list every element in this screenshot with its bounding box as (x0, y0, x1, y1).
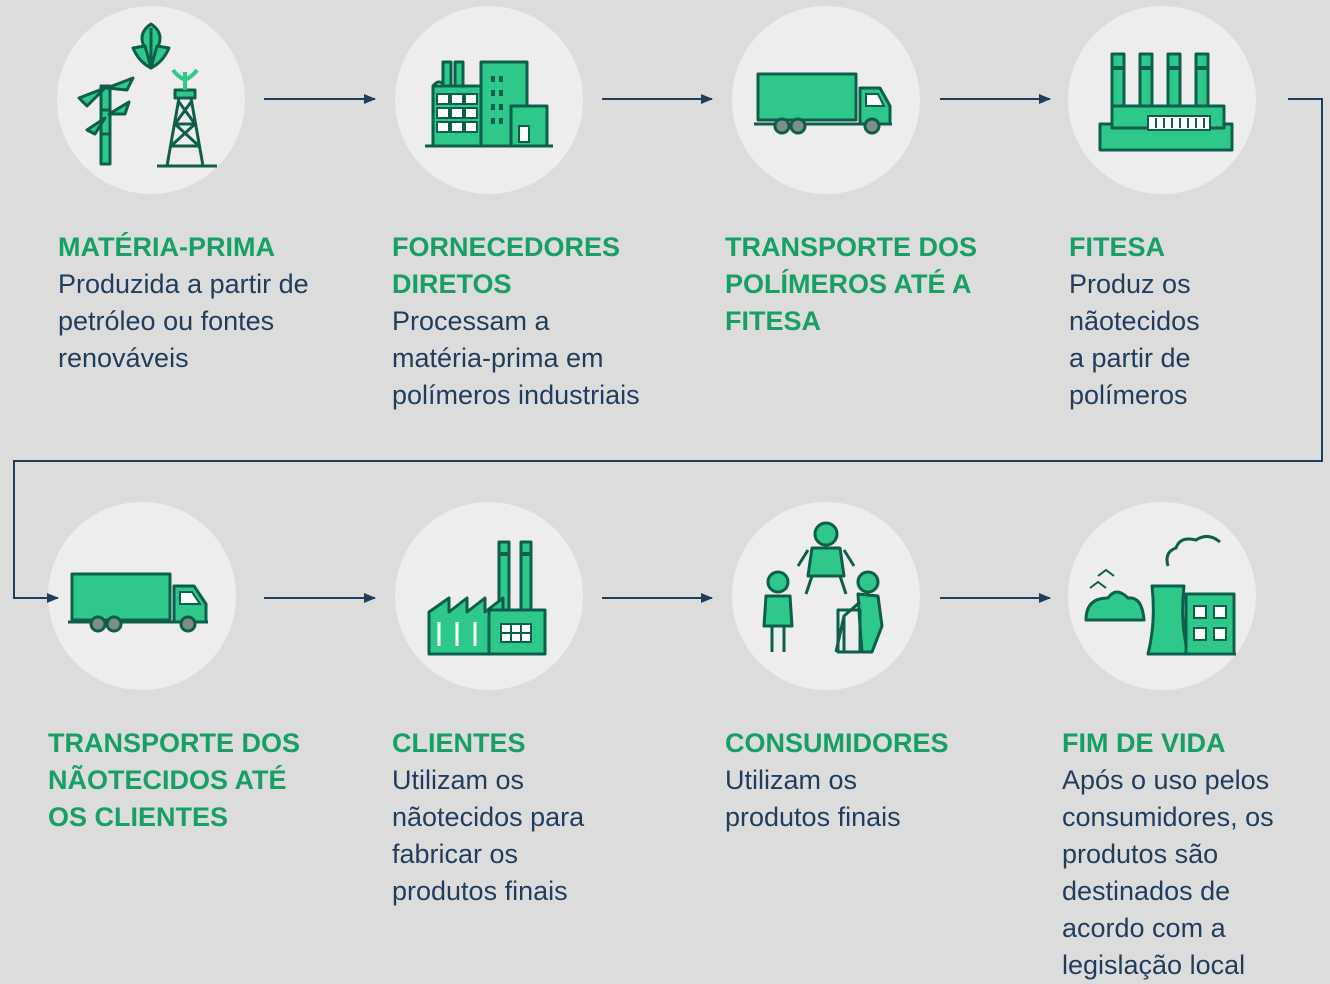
truck-icon (754, 72, 892, 135)
step-4-circle (1068, 6, 1256, 194)
step-1-desc: Produzida a partir de petróleo ou fontes… (58, 269, 309, 373)
step-3-title: TRANSPORTE DOS POLÍMEROS ATÉ A FITESA (725, 232, 978, 336)
consumers-icon (762, 521, 884, 654)
plant-icon (1098, 52, 1234, 152)
step-2-desc: Processam a matéria-prima em polímeros i… (392, 306, 640, 410)
step-7-circle (732, 502, 920, 690)
step-5-circle (48, 502, 236, 690)
step-5-title: TRANSPORTE DOS NÃOTECIDOS ATÉ OS CLIENTE… (48, 728, 301, 832)
step-2-circle (395, 6, 583, 194)
step-3-circle (732, 6, 920, 194)
factory-icon (425, 60, 553, 148)
step-6-text: CLIENTES Utilizam os nãotecidos para fab… (392, 725, 622, 910)
step-7-title: CONSUMIDORES (725, 728, 949, 758)
step-6-desc: Utilizam os nãotecidos para fabricar os … (392, 765, 585, 906)
step-4-desc: Produz os nãotecidos a partir de polímer… (1069, 269, 1200, 410)
step-6-title: CLIENTES (392, 728, 526, 758)
step-1-text: MATÉRIA-PRIMA Produzida a partir de petr… (58, 229, 318, 377)
step-3-text: TRANSPORTE DOS POLÍMEROS ATÉ A FITESA (725, 229, 995, 340)
step-8-title: FIM DE VIDA (1062, 728, 1226, 758)
step-2-title: FORNECEDORES DIRETOS (392, 232, 621, 299)
client-factory-icon (427, 540, 547, 656)
step-6-circle (395, 502, 583, 690)
truck-icon (68, 572, 208, 633)
raw-material-icon (77, 22, 217, 168)
step-4-title: FITESA (1069, 232, 1166, 262)
step-4-text: FITESA Produz os nãotecidos a partir de … (1069, 229, 1249, 414)
end-of-life-icon (1084, 535, 1236, 656)
step-7-desc: Utilizam os produtos finais (725, 765, 901, 832)
step-8-circle (1068, 502, 1256, 690)
step-1-title: MATÉRIA-PRIMA (58, 232, 275, 262)
step-8-text: FIM DE VIDA Após o uso pelos consumidore… (1062, 725, 1322, 984)
step-8-desc: Após o uso pelos consumidores, os produt… (1062, 765, 1274, 980)
step-5-text: TRANSPORTE DOS NÃOTECIDOS ATÉ OS CLIENTE… (48, 725, 328, 836)
step-1-circle (57, 6, 245, 194)
step-7-text: CONSUMIDORES Utilizam os produtos finais (725, 725, 995, 836)
step-2-text: FORNECEDORES DIRETOS Processam a matéria… (392, 229, 682, 414)
